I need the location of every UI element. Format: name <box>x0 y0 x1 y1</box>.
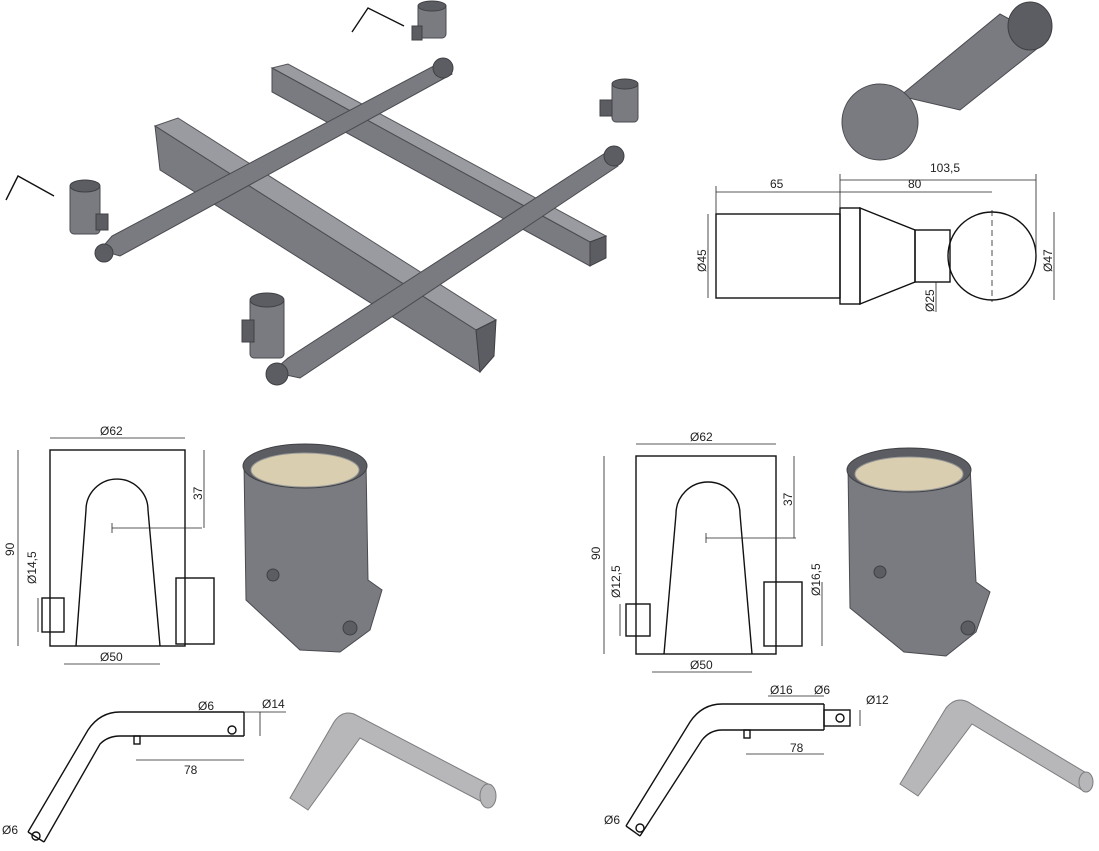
pin-right-pin-diameter: Ø16 <box>770 683 793 697</box>
sleeve-front <box>241 292 285 359</box>
pin-right-tip-diameter: Ø12 <box>866 693 889 707</box>
pin-right-render <box>899 699 1094 797</box>
dim-total-length: 103,5 <box>930 161 960 175</box>
sleeve-right-render <box>846 447 991 657</box>
pin-left-render <box>289 712 497 811</box>
dim-taper-length: 80 <box>908 177 922 191</box>
pin-right-hole-diameter: Ø6 <box>814 683 830 697</box>
pin-left-pin-diameter: Ø14 <box>262 697 285 711</box>
ball-drawing: 103,5 65 80 Ø45 Ø25 Ø47 <box>695 161 1055 312</box>
sleeve-left-drawing: Ø62 90 37 Ø14,5 Ø50 <box>3 424 215 665</box>
dim-shank-diameter: Ø45 <box>695 249 709 272</box>
sleeve-right-hole-diameter: Ø12,5 <box>609 565 623 598</box>
sleeve-right-drawing: Ø62 90 37 Ø12,5 Ø16,5 Ø50 <box>589 430 823 673</box>
pin-right-drawing: Ø16 Ø6 Ø12 78 Ø6 <box>604 683 889 837</box>
sleeve-right <box>599 78 639 123</box>
sleeve-left <box>69 179 109 235</box>
sleeve-left-top-diameter: Ø62 <box>100 424 123 438</box>
sleeve-left-height: 90 <box>3 542 17 556</box>
pin-left-drawing: Ø6 Ø14 78 Ø6 <box>2 697 286 843</box>
sleeve-left-slot-depth: 37 <box>191 486 205 500</box>
sleeve-right-bottom-diameter: Ø50 <box>690 658 713 672</box>
dim-ball-diameter: Ø47 <box>1041 249 1055 272</box>
pin-left-end-hole: Ø6 <box>2 823 18 837</box>
sleeve-right-height: 90 <box>589 546 603 560</box>
dim-neck-diameter: Ø25 <box>923 289 937 312</box>
sleeve-left-render <box>242 443 383 653</box>
sleeve-right-top-diameter: Ø62 <box>690 430 713 444</box>
pin-left-length: 78 <box>184 763 198 777</box>
sleeve-top <box>411 0 447 41</box>
pin-right-end-hole: Ø6 <box>604 813 620 827</box>
frame-assembly-render <box>5 0 639 386</box>
sleeve-right-slot-depth: 37 <box>781 492 795 506</box>
pin-left-hole-diameter: Ø6 <box>198 699 214 713</box>
sleeve-left-hole-diameter: Ø14,5 <box>25 551 39 584</box>
ball-render <box>841 1 1053 161</box>
dim-shank-length: 65 <box>770 177 784 191</box>
sleeve-right-side-diameter: Ø16,5 <box>809 563 823 596</box>
sleeve-left-bottom-diameter: Ø50 <box>100 650 123 664</box>
l-pin-top <box>351 7 405 33</box>
pin-right-length: 78 <box>790 741 804 755</box>
l-pin-left <box>5 175 55 201</box>
